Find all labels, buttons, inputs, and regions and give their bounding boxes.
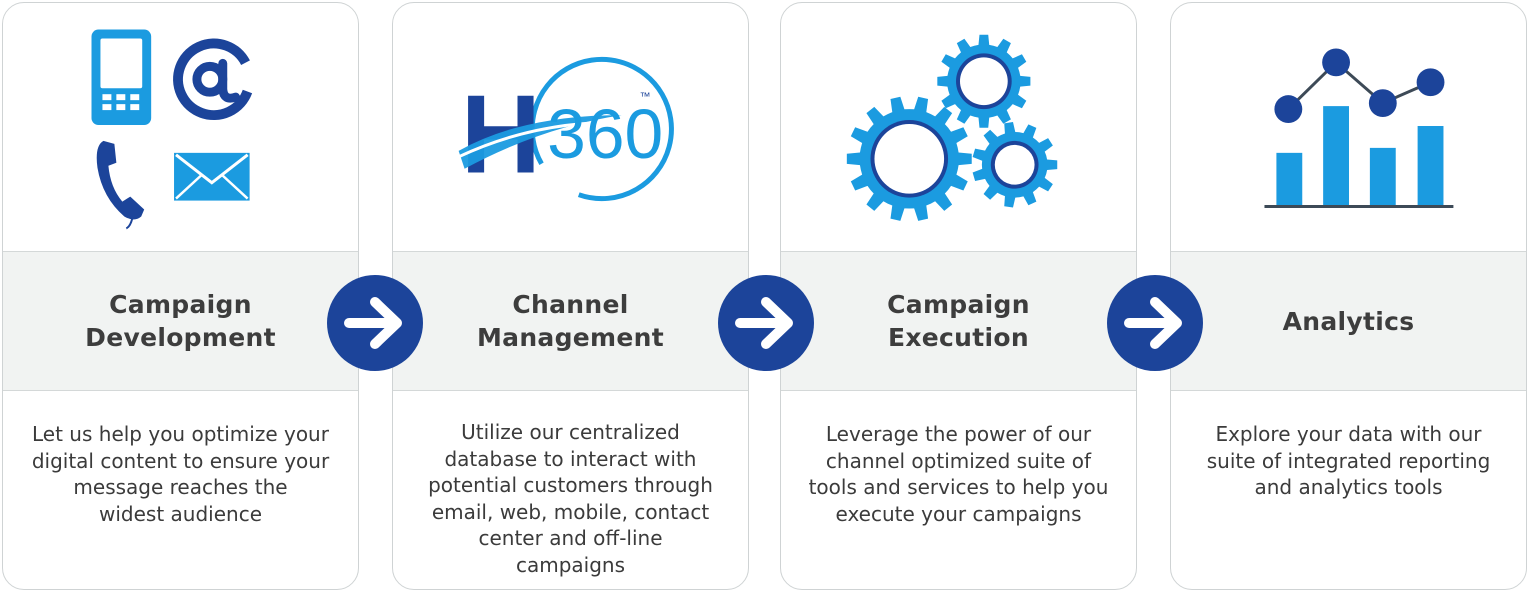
step-description: Let us help you optimize your digital co… <box>31 422 330 526</box>
icon-area <box>3 3 358 251</box>
arrow-connector <box>327 275 423 371</box>
arrow-connector <box>1107 275 1203 371</box>
step-title-band: Analytics <box>1171 251 1526 391</box>
step-card-channel-management: H 360 ™ Channel Management Utilize our c… <box>392 2 749 590</box>
envelope-icon <box>174 152 250 201</box>
arrow-right-icon <box>1124 297 1182 349</box>
step-description: Utilize our centralized database to inte… <box>428 420 713 577</box>
arrow-right-icon <box>344 297 402 349</box>
step-title-band: Campaign Execution <box>781 251 1136 391</box>
mobile-phone-icon <box>91 29 152 126</box>
arrow-connector <box>718 275 814 371</box>
icon-area <box>1171 3 1526 251</box>
small-gear-icon <box>972 122 1058 208</box>
step-description: Leverage the power of our channel optimi… <box>808 422 1109 526</box>
step-description: Explore your data with our suite of inte… <box>1206 422 1491 499</box>
h360-logo-icon: H 360 ™ <box>457 56 674 202</box>
communication-icons <box>91 29 255 230</box>
large-gear-icon <box>846 96 972 221</box>
logo-number: 360 <box>547 95 663 173</box>
gears-icon <box>846 34 1058 221</box>
medium-gear-icon <box>937 34 1031 128</box>
step-title: Campaign Development <box>85 290 276 352</box>
telephone-handset-icon <box>96 140 145 230</box>
icon-area: H 360 ™ <box>393 3 748 251</box>
arrow-right-icon <box>735 297 793 349</box>
logo-trademark: ™ <box>640 91 651 103</box>
step-title: Campaign Execution <box>887 290 1030 352</box>
step-title: Analytics <box>1282 306 1415 336</box>
analytics-chart-icon <box>1264 48 1454 209</box>
step-title: Channel Management <box>476 290 665 352</box>
icon-area <box>781 3 1136 251</box>
at-sign-icon <box>173 38 255 121</box>
step-title-band: Channel Management <box>393 251 748 391</box>
step-card-campaign-development: Campaign Development Let us help you opt… <box>2 2 359 590</box>
step-card-campaign-execution: Campaign Execution Leverage the power of… <box>780 2 1137 590</box>
step-title-band: Campaign Development <box>3 251 358 391</box>
step-card-analytics: Analytics Explore your data with our sui… <box>1170 2 1527 590</box>
